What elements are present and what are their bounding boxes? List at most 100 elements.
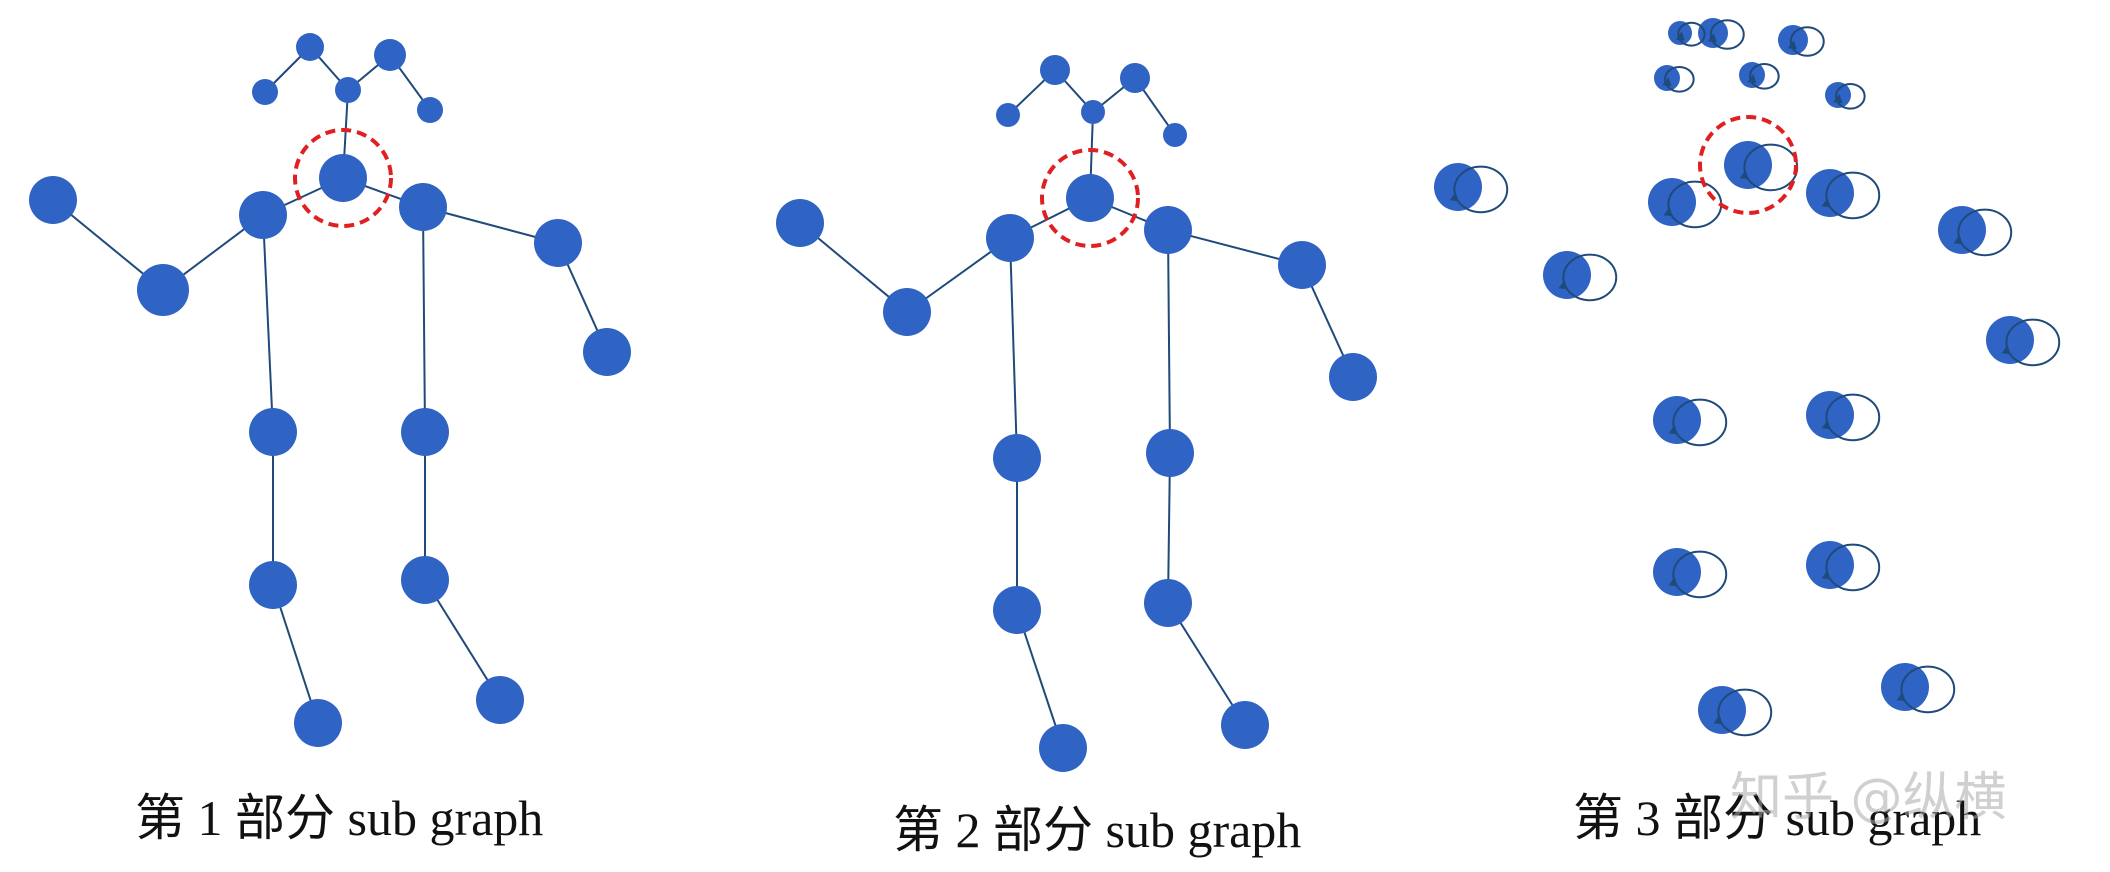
highlight-ring-neck bbox=[1040, 148, 1140, 248]
node-sh_r bbox=[1806, 169, 1854, 217]
self-loop-arrow-an_l bbox=[1713, 715, 1723, 725]
node-an_r bbox=[1221, 701, 1269, 749]
node-hip_r bbox=[401, 408, 449, 456]
node-ear_l bbox=[996, 103, 1020, 127]
node-head_top_r bbox=[374, 39, 406, 71]
edge-hip_l-to-sh_l bbox=[1006, 240, 1018, 459]
self-loop-an_l bbox=[1717, 688, 1773, 737]
self-loop-arrow-eye_r bbox=[1675, 31, 1685, 41]
self-loop-hip_l bbox=[1672, 398, 1728, 447]
self-loop-hip_r bbox=[1825, 393, 1881, 442]
highlight-ring-neck bbox=[1698, 115, 1798, 215]
node-el_l bbox=[137, 264, 189, 316]
edge-sh_l-to-hip_l bbox=[262, 214, 277, 430]
node-sh_l bbox=[1648, 178, 1696, 226]
self-loop-wr_r bbox=[2005, 318, 2061, 367]
caption-subgraph-2: 第 2 部分 sub graph bbox=[893, 802, 1302, 858]
self-loop-arrow-head_top_l bbox=[1707, 33, 1717, 43]
node-el_r bbox=[1938, 206, 1986, 254]
node-ear_r bbox=[1825, 82, 1851, 108]
node-ear_r bbox=[1163, 123, 1187, 147]
node-wr_l bbox=[29, 176, 77, 224]
node-ear_l bbox=[1654, 65, 1680, 91]
node-nose bbox=[335, 77, 361, 103]
self-loop-arrow-an_r bbox=[1896, 692, 1906, 702]
node-head_top_l bbox=[1040, 55, 1070, 85]
self-loop-arrow-nose bbox=[1747, 74, 1757, 84]
node-eye_r bbox=[1668, 21, 1692, 45]
node-neck bbox=[1724, 141, 1772, 189]
self-loop-sh_r bbox=[1825, 171, 1881, 220]
self-loop-arrow-sh_l bbox=[1663, 207, 1673, 217]
node-sh_l bbox=[239, 191, 287, 239]
node-wr_r bbox=[1329, 353, 1377, 401]
subgraph-panel-3 bbox=[1434, 18, 2061, 737]
node-ear_l bbox=[252, 79, 278, 105]
self-loop-ear_l bbox=[1664, 65, 1695, 93]
self-loop-arrow-head_top_r bbox=[1787, 40, 1797, 50]
self-loop-el_r bbox=[1957, 208, 2013, 257]
node-an_l bbox=[294, 699, 342, 747]
edge-hip_r-to-sh_r bbox=[1164, 232, 1172, 454]
self-loop-arrow-hip_r bbox=[1821, 420, 1831, 430]
node-kn_r bbox=[1806, 541, 1854, 589]
node-hip_l bbox=[249, 408, 297, 456]
node-kn_l bbox=[993, 586, 1041, 634]
node-sh_l bbox=[986, 214, 1034, 262]
node-head_top_r bbox=[1778, 25, 1808, 55]
node-hip_l bbox=[1653, 396, 1701, 444]
node-sh_r bbox=[399, 183, 447, 231]
self-loop-eye_r bbox=[1677, 21, 1706, 47]
self-loop-arrow-wr_l bbox=[1449, 192, 1459, 202]
self-loop-arrow-kn_l bbox=[1668, 577, 1678, 587]
node-an_r bbox=[1881, 663, 1929, 711]
self-loop-arrow-ear_r bbox=[1833, 94, 1843, 104]
self-loop-el_l bbox=[1562, 253, 1618, 302]
node-wr_l bbox=[1434, 163, 1482, 211]
node-nose bbox=[1081, 100, 1105, 124]
node-kn_r bbox=[401, 556, 449, 604]
highlight-ring-neck bbox=[293, 128, 393, 228]
self-loop-arrow-hip_l bbox=[1668, 425, 1678, 435]
self-loop-arrow-wr_r bbox=[2001, 345, 2011, 355]
node-sh_r bbox=[1144, 206, 1192, 254]
node-neck bbox=[319, 154, 367, 202]
self-loop-arrow-kn_r bbox=[1821, 570, 1831, 580]
node-hip_l bbox=[993, 434, 1041, 482]
node-an_l bbox=[1698, 686, 1746, 734]
node-el_l bbox=[883, 288, 931, 336]
node-wr_r bbox=[1986, 316, 2034, 364]
node-kn_r bbox=[1144, 579, 1192, 627]
subgraph-panel-1 bbox=[29, 33, 631, 747]
node-ear_r bbox=[417, 97, 443, 123]
self-loop-arrow-el_r bbox=[1953, 235, 1963, 245]
self-loop-head_top_r bbox=[1789, 26, 1825, 57]
node-wr_l bbox=[776, 199, 824, 247]
self-loop-kn_r bbox=[1825, 543, 1881, 592]
self-loop-head_top_l bbox=[1709, 19, 1745, 50]
node-kn_l bbox=[249, 561, 297, 609]
self-loop-arrow-neck bbox=[1739, 170, 1749, 180]
self-loop-an_r bbox=[1900, 665, 1956, 714]
edge-sh_r-to-hip_r bbox=[421, 206, 429, 430]
caption-subgraph-3: 第 3 部分 sub graph bbox=[1573, 790, 1982, 846]
node-an_r bbox=[476, 676, 524, 724]
node-el_l bbox=[1543, 251, 1591, 299]
node-head_top_l bbox=[296, 33, 324, 61]
self-loop-arrow-ear_l bbox=[1662, 77, 1672, 87]
self-loop-nose bbox=[1749, 62, 1780, 90]
edge-kn_r-to-hip_r bbox=[1166, 455, 1174, 604]
node-hip_r bbox=[1146, 429, 1194, 477]
node-nose bbox=[1739, 62, 1765, 88]
self-loop-ear_r bbox=[1835, 82, 1866, 110]
self-loop-kn_l bbox=[1672, 550, 1728, 599]
subgraph-panel-2 bbox=[776, 55, 1377, 772]
node-head_top_l bbox=[1698, 18, 1728, 48]
node-an_l bbox=[1039, 724, 1087, 772]
caption-subgraph-1: 第 1 部分 sub graph bbox=[135, 790, 544, 846]
node-hip_r bbox=[1806, 391, 1854, 439]
node-head_top_r bbox=[1120, 63, 1150, 93]
node-el_r bbox=[1278, 241, 1326, 289]
watermark-text: 知乎 @纵横 bbox=[1730, 768, 2007, 828]
